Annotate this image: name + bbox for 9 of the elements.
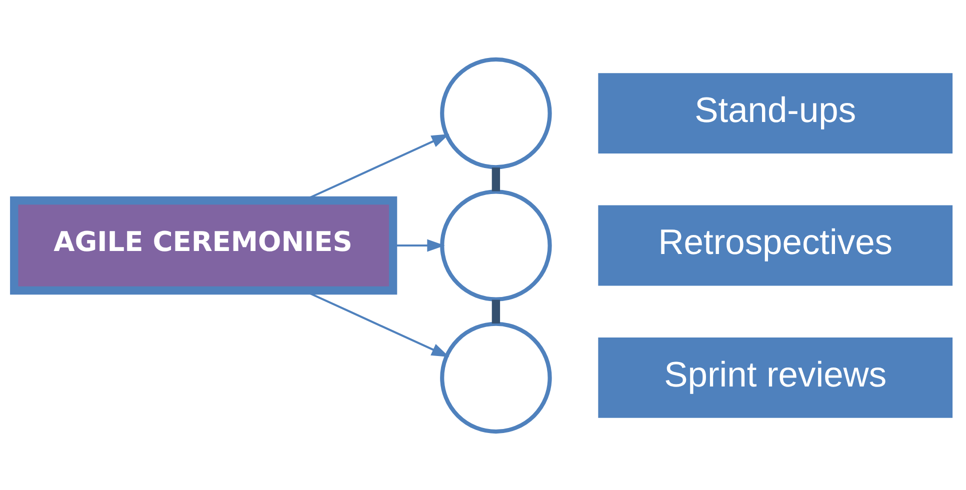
node-circle [440,189,552,301]
node-box: Sprint reviews [598,337,953,418]
node-circle [440,321,552,434]
connector [492,299,500,323]
connector [492,167,500,191]
node-box: Retrospectives [598,204,953,286]
node-box: Stand-ups [598,72,953,153]
node-box: AGILE CEREMONIES [10,196,398,294]
node-circle [440,56,552,169]
